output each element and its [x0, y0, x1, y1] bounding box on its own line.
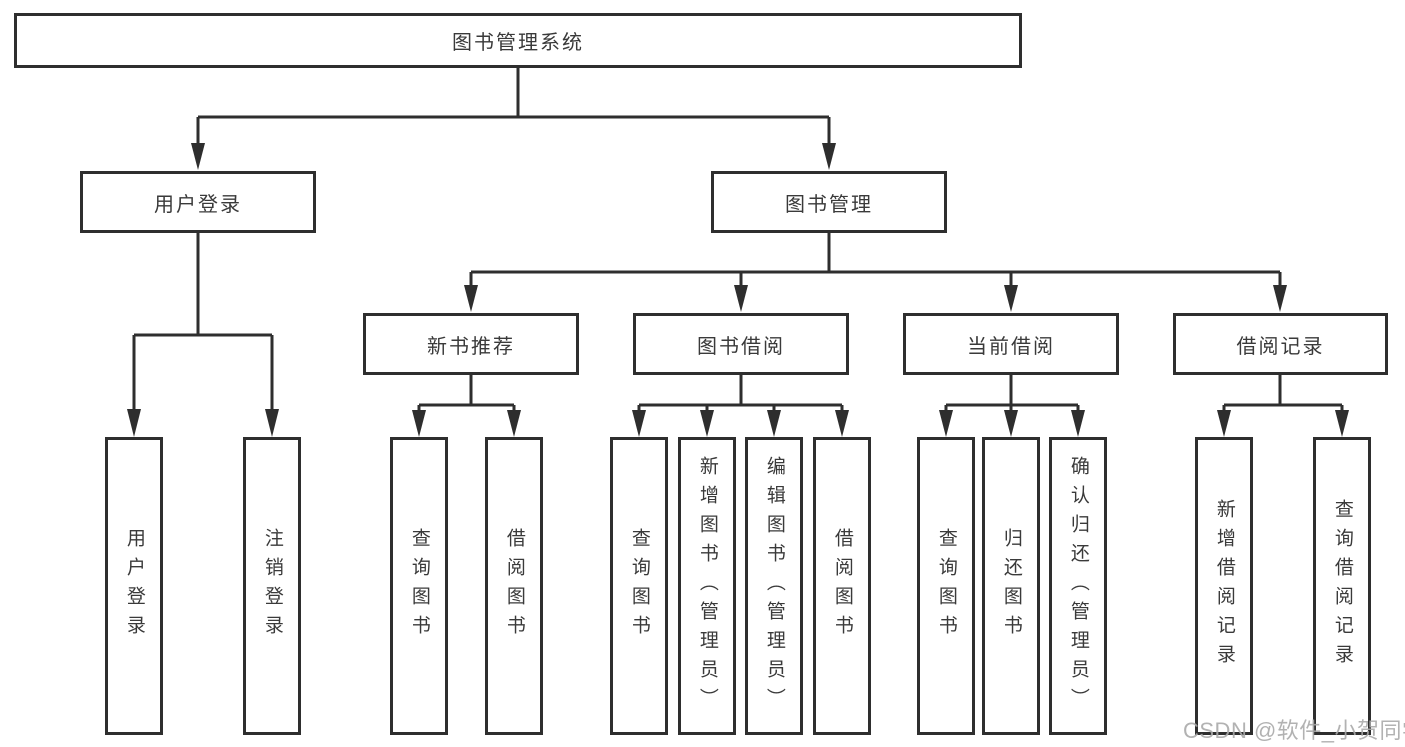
node-label: 归还图书 [1000, 528, 1022, 644]
node-label: 图书管理系统 [452, 32, 584, 54]
connector-book-management-group [464, 233, 1287, 312]
node-book-borrow: 图书借阅 [633, 313, 849, 375]
node-borrow-records: 借阅记录 [1173, 313, 1388, 375]
node-label: 查询借阅记录 [1331, 499, 1353, 673]
node-label: 注销登录 [261, 528, 283, 644]
connector-root-to-level2 [191, 68, 836, 170]
node-label: 查询图书 [935, 528, 957, 644]
node-label: 借阅记录 [1236, 335, 1325, 358]
leaf-logout: 注销登录 [243, 437, 301, 735]
node-label: 确认归还（管理员） [1067, 455, 1089, 717]
node-new-book-recommend: 新书推荐 [363, 313, 579, 375]
node-label: 新增图书（管理员） [696, 455, 718, 717]
leaf-borrow-books-recommend: 借阅图书 [485, 437, 543, 735]
node-label: 图书借阅 [697, 335, 785, 358]
node-label: 新书推荐 [427, 335, 515, 358]
connector-new-book-group [412, 375, 521, 437]
node-label: 编辑图书（管理员） [763, 455, 785, 717]
leaf-add-book-admin: 新增图书（管理员） [678, 437, 736, 735]
leaf-confirm-return-admin: 确认归还（管理员） [1049, 437, 1107, 735]
node-library-system: 图书管理系统 [14, 13, 1022, 68]
node-label: 用户登录 [123, 528, 145, 644]
connector-current-borrow-group [939, 375, 1085, 437]
leaf-return-book: 归还图书 [982, 437, 1040, 735]
connector-borrow-record-group [1217, 375, 1349, 437]
leaf-borrow-books: 借阅图书 [813, 437, 871, 735]
leaf-user-login: 用户登录 [105, 437, 163, 735]
node-label: 图书管理 [785, 193, 873, 216]
node-label: 新增借阅记录 [1213, 499, 1235, 673]
node-label: 当前借阅 [967, 335, 1055, 358]
leaf-query-borrow-record: 查询借阅记录 [1313, 437, 1371, 735]
connector-user-login-group [127, 233, 279, 437]
leaf-add-borrow-record: 新增借阅记录 [1195, 437, 1253, 735]
connector-book-borrow-group [632, 375, 849, 437]
csdn-watermark: CSDN @软件_小贺同学 [1183, 718, 1405, 743]
node-user-login: 用户登录 [80, 171, 316, 233]
node-current-borrow: 当前借阅 [903, 313, 1119, 375]
leaf-query-books-current: 查询图书 [917, 437, 975, 735]
node-label: 查询图书 [628, 528, 650, 644]
leaf-edit-book-admin: 编辑图书（管理员） [745, 437, 803, 735]
node-book-management: 图书管理 [711, 171, 947, 233]
leaf-query-books-recommend: 查询图书 [390, 437, 448, 735]
node-label: 用户登录 [154, 193, 242, 216]
node-label: 查询图书 [408, 528, 430, 644]
node-label: 借阅图书 [503, 528, 525, 644]
leaf-query-books-borrow: 查询图书 [610, 437, 668, 735]
node-label: 借阅图书 [831, 528, 853, 644]
